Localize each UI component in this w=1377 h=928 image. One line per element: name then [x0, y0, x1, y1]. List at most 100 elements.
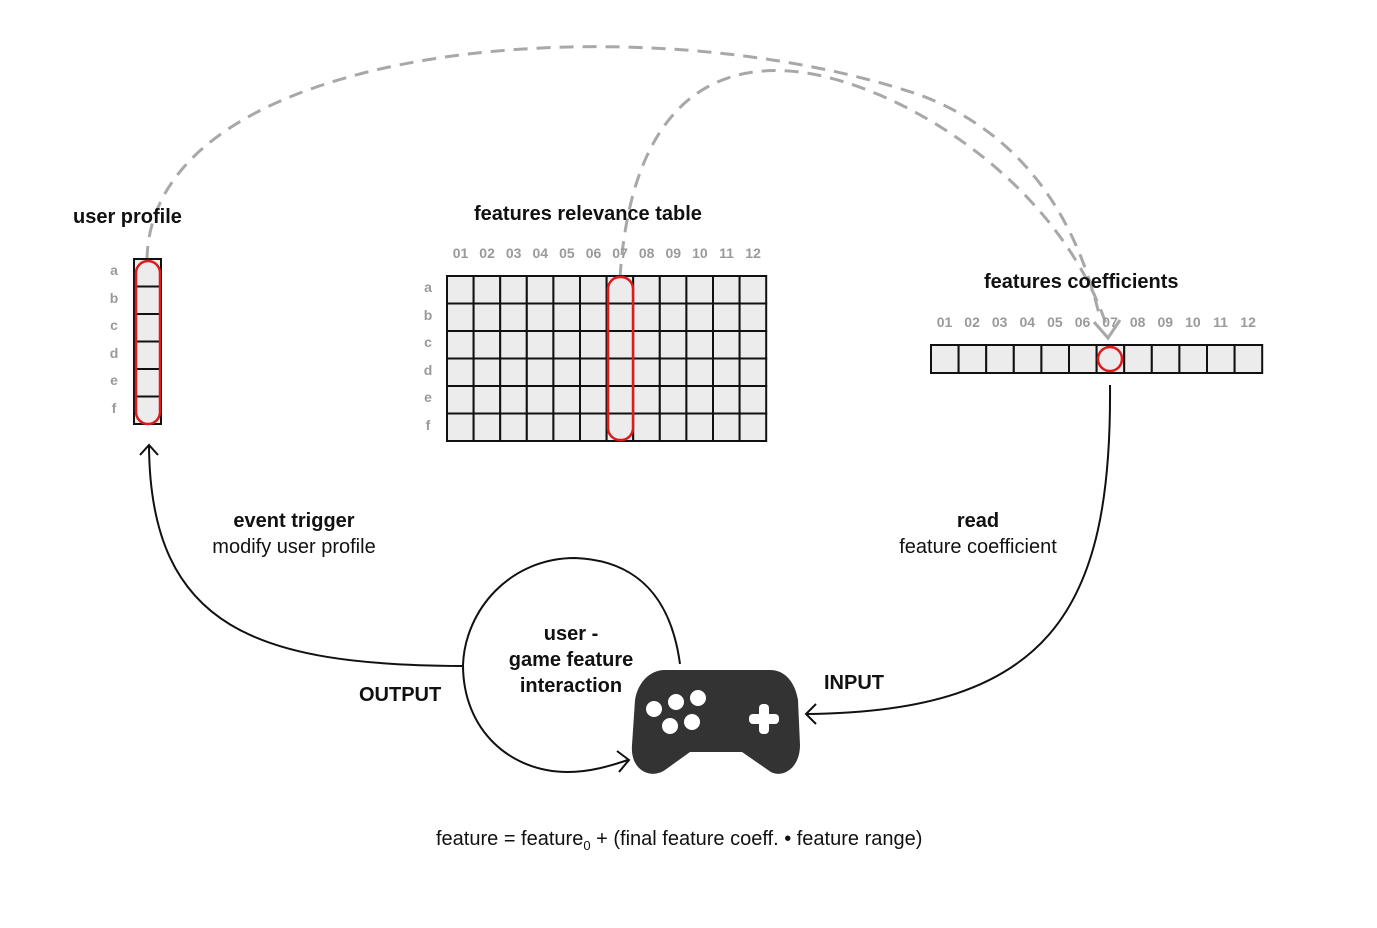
coefficient-col-label-04: 04 — [1019, 314, 1036, 330]
relevance-cell-f-10 — [685, 412, 715, 442]
event-trigger-title: event trigger — [233, 510, 355, 532]
coefficient-col-label-06: 06 — [1074, 314, 1091, 330]
coefficient-cell-02 — [957, 344, 988, 374]
user-profile-title: user profile — [73, 206, 182, 228]
relevance-cell-b-08 — [632, 302, 661, 332]
relevance-col-label-12: 12 — [745, 245, 761, 261]
relevance-col-label-10: 10 — [692, 245, 708, 261]
relevance-cell-d-01 — [446, 357, 475, 387]
relevance-cell-f-02 — [472, 412, 502, 442]
coefficient-col-label-08: 08 — [1129, 314, 1146, 330]
coefficient-cell-04 — [1012, 344, 1043, 374]
dashed-arrowhead — [1092, 319, 1122, 341]
profile-cell-d — [133, 340, 162, 370]
interaction-line1: user - — [543, 623, 599, 645]
read-title: read — [956, 510, 1000, 532]
relevance-cell-f-03 — [499, 412, 528, 442]
output-label: OUTPUT — [359, 684, 442, 706]
relevance-cell-c-12 — [738, 330, 768, 360]
relevance-col-label-04: 04 — [532, 245, 549, 261]
relevance-cell-a-11 — [712, 275, 741, 305]
profile-row-label-d: d — [109, 344, 119, 361]
coefficient-cell-12 — [1233, 344, 1264, 374]
relevance-cell-b-02 — [472, 302, 502, 332]
relevance-cell-a-02 — [472, 275, 502, 305]
relevance-cell-d-03 — [499, 357, 528, 387]
input-label: INPUT — [824, 672, 884, 694]
relevance-row-label-f: f — [425, 416, 431, 433]
relevance-cell-e-01 — [446, 385, 475, 415]
coefficients-title: features coefficients — [984, 271, 1179, 293]
relevance-col-label-02: 02 — [479, 245, 495, 261]
coefficient-cell-06 — [1068, 344, 1098, 374]
profile-cell-b — [133, 285, 162, 315]
formula-suffix: + (final feature coeff. • feature range) — [590, 828, 923, 850]
relevance-table-grid — [446, 275, 768, 442]
coefficient-col-label-03: 03 — [991, 314, 1008, 330]
relevance-col-label-01: 01 — [452, 245, 469, 261]
relevance-cell-c-06 — [579, 330, 608, 360]
relevance-col-label-08: 08 — [638, 245, 655, 261]
relevance-cell-c-05 — [552, 330, 582, 360]
relevance-col-label-07: 07 — [612, 245, 628, 261]
relevance-cell-b-07 — [605, 302, 635, 332]
relevance-cell-a-04 — [525, 275, 555, 305]
profile-row-label-b: b — [109, 289, 119, 306]
relevance-cell-e-02 — [472, 385, 502, 415]
relevance-cell-e-05 — [552, 385, 582, 415]
relevance-cell-b-05 — [552, 302, 582, 332]
coefficient-highlight — [1096, 345, 1124, 373]
relevance-cell-e-12 — [738, 385, 768, 415]
relevance-cell-e-08 — [632, 385, 661, 415]
relevance-cell-d-10 — [685, 357, 715, 387]
coefficient-col-label-12: 12 — [1240, 314, 1256, 330]
read-label: read feature coefficient — [878, 510, 1078, 559]
relevance-cell-d-12 — [738, 357, 768, 387]
relevance-cell-c-03 — [499, 330, 528, 360]
relevance-row-label-c: c — [424, 334, 432, 350]
relevance-cell-a-12 — [738, 275, 768, 305]
relevance-cell-b-11 — [712, 302, 741, 332]
relevance-cell-e-10 — [685, 385, 715, 415]
relevance-row-label-d: d — [423, 361, 433, 378]
event-trigger-subtitle: modify user profile — [212, 536, 376, 558]
relevance-cell-b-01 — [446, 302, 475, 332]
relevance-col-label-03: 03 — [505, 245, 522, 261]
relevance-cell-d-06 — [579, 357, 608, 387]
relevance-cell-c-10 — [685, 330, 715, 360]
coefficient-cell-03 — [985, 344, 1015, 374]
event-arrow — [148, 444, 463, 667]
profile-row-label-a: a — [110, 262, 118, 278]
relevance-cell-d-04 — [525, 357, 555, 387]
relevance-cell-f-08 — [632, 412, 661, 442]
relevance-cell-e-11 — [712, 385, 741, 415]
relevance-cell-f-05 — [552, 412, 582, 442]
coefficient-cell-08 — [1123, 344, 1153, 374]
coefficient-col-label-09: 09 — [1157, 314, 1174, 330]
interaction-loop — [461, 556, 681, 774]
relevance-table-title: features relevance table — [474, 203, 702, 225]
interaction-line2: game feature — [508, 649, 634, 671]
relevance-cell-a-03 — [499, 275, 528, 305]
relevance-cell-a-09 — [658, 275, 688, 305]
profile-cell-a — [133, 258, 162, 288]
event-trigger-label: event trigger modify user profile — [194, 510, 394, 559]
relevance-col-label-09: 09 — [665, 245, 682, 261]
relevance-col-label-11: 11 — [719, 245, 734, 261]
relevance-cell-d-05 — [552, 357, 582, 387]
relevance-cell-b-09 — [658, 302, 688, 332]
coefficient-cell-01 — [930, 344, 960, 374]
gamepad-icon — [631, 670, 800, 774]
relevance-row-label-a: a — [424, 279, 432, 295]
profile-cell-e — [133, 368, 162, 398]
relevance-cell-d-09 — [658, 357, 688, 387]
coefficient-col-label-07: 07 — [1102, 314, 1118, 330]
relevance-highlight — [606, 275, 635, 442]
loop-arrowhead — [616, 750, 631, 773]
relevance-cell-b-03 — [499, 302, 528, 332]
relevance-cell-a-05 — [552, 275, 582, 305]
read-subtitle: feature coefficient — [899, 536, 1057, 558]
interaction-line3: interaction — [519, 675, 623, 697]
relevance-cell-a-06 — [579, 275, 608, 305]
